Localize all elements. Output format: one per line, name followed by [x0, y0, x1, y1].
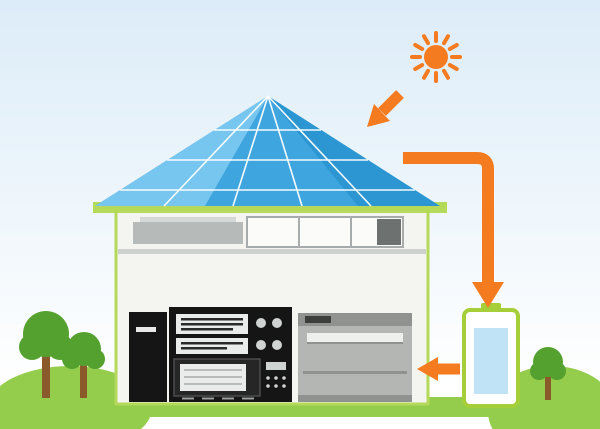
sun-ray — [422, 68, 430, 80]
sun-ray — [413, 43, 425, 51]
tree-right — [530, 347, 566, 400]
storage-battery — [462, 303, 520, 408]
tree-canopy — [533, 347, 563, 377]
tree-trunk — [545, 374, 551, 400]
solar-grid-line — [267, 95, 303, 207]
oven-knob — [256, 340, 266, 350]
second-floor — [133, 216, 404, 248]
solar-grid-line — [267, 95, 372, 207]
sun-ray — [447, 63, 459, 71]
sun-core — [424, 45, 448, 69]
kitchen-cabinet — [129, 312, 167, 402]
sun-ray — [422, 34, 430, 46]
oven-knob — [272, 318, 282, 328]
display-row — [181, 342, 243, 345]
sun-ray — [413, 63, 425, 71]
dishwasher — [298, 313, 412, 402]
control-button — [274, 384, 278, 388]
range-hood — [133, 222, 243, 244]
control-button — [266, 384, 270, 388]
arrow-battery-to-appliances — [417, 357, 460, 381]
oven-knob — [272, 340, 282, 350]
button-strip — [242, 397, 254, 400]
sun-icon — [410, 31, 462, 83]
tree-canopy — [67, 332, 101, 366]
tree-trunk — [42, 350, 50, 398]
dishwasher-base — [298, 395, 412, 402]
house — [114, 208, 430, 406]
window-line — [184, 383, 242, 385]
arrow-sun-to-roof — [367, 90, 404, 127]
oven-knob — [256, 318, 266, 328]
roof-shade — [268, 96, 440, 206]
display-row — [181, 347, 227, 350]
control-button — [266, 376, 270, 380]
oven-display-2 — [176, 338, 248, 354]
roof-highlight — [95, 96, 268, 206]
display-row — [181, 328, 233, 331]
range-hood-top — [140, 217, 236, 224]
button-strip — [182, 397, 194, 400]
eave — [93, 202, 447, 213]
window-line — [184, 369, 242, 371]
control-button — [274, 376, 278, 380]
solar-panel-roof — [95, 95, 440, 207]
control-display — [266, 362, 286, 370]
floor-slab — [118, 249, 426, 254]
control-button — [282, 384, 286, 388]
control-button — [282, 376, 286, 380]
sun-ray — [442, 34, 450, 46]
arrow-roof-to-battery — [403, 152, 504, 308]
button-strip — [222, 397, 234, 400]
tree-trunk — [80, 362, 87, 398]
dark-window-pane — [377, 219, 401, 245]
dishwasher-control — [305, 316, 331, 323]
handle-shadow — [307, 342, 403, 344]
arrow-head — [417, 357, 438, 381]
button-strip — [202, 397, 214, 400]
solar-grid — [120, 95, 415, 207]
arrow-head — [472, 282, 504, 308]
solar-grid-line — [163, 95, 269, 207]
window-line — [184, 376, 242, 378]
cabinet-body — [129, 312, 167, 402]
solar-grid-line — [232, 95, 269, 207]
sun-ray — [447, 43, 459, 51]
door-groove — [303, 371, 407, 374]
tree-small — [62, 332, 105, 398]
sun-ray — [442, 68, 450, 80]
display-row — [181, 318, 243, 321]
tree-canopy — [23, 311, 69, 357]
oven-unit — [169, 307, 292, 402]
arrow-head — [367, 104, 390, 127]
cabinet-handle — [136, 327, 156, 332]
arrow-shaft — [378, 90, 404, 116]
dishwasher-handle — [307, 333, 403, 342]
dishwasher-body — [298, 313, 412, 402]
battery-cell — [474, 328, 508, 394]
display-row — [181, 323, 243, 326]
arrow-shaft — [403, 152, 494, 284]
